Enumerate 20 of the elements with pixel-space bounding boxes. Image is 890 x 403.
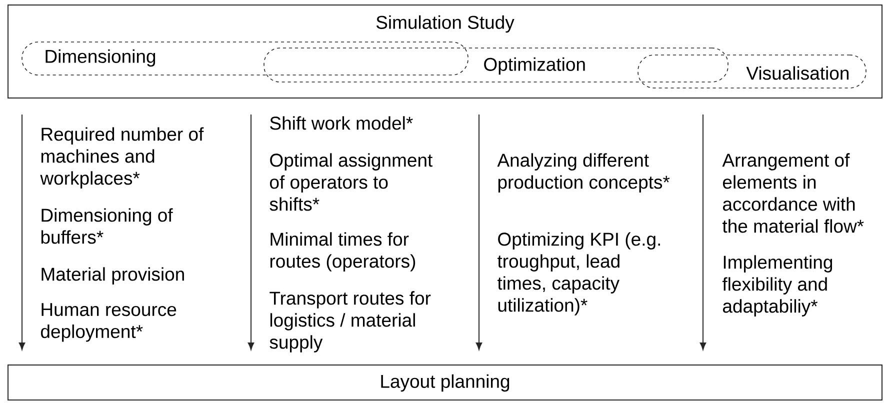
text-item: Optimizing KPI (e.g. troughput, lead times, capacity utilization)* — [498, 232, 660, 316]
text-item: Required number of machines and workplaces* — [40, 127, 204, 188]
text-item: Arrangement of elements in accordance with the material flow* — [722, 153, 864, 233]
dashed-region: Optimization — [264, 48, 728, 82]
frame-box: Layout planning — [8, 364, 882, 400]
text-item: Transport routes for logistics / material supply — [270, 291, 431, 352]
arrow — [248, 114, 254, 350]
arrow — [476, 114, 482, 350]
text-item: Human resource deployment* — [41, 303, 176, 342]
dashed-region: Dimensioning — [22, 42, 468, 76]
text-item: Minimal times for routes (operators) — [270, 232, 416, 272]
text-item: Analyzing different production concepts* — [497, 153, 670, 192]
text-item: Shift work model* — [270, 116, 413, 130]
text-item: Material provision — [42, 267, 184, 284]
arrow — [700, 114, 706, 350]
arrow — [18, 114, 26, 350]
text-item: Optimal assignment of operators to shifts* — [270, 153, 433, 211]
dashed-region: Visualisation — [638, 54, 866, 88]
text-item: Dimensioning of buffers* — [41, 208, 173, 244]
text-item: Implementing flexibility and adaptabiliy* — [722, 255, 832, 316]
